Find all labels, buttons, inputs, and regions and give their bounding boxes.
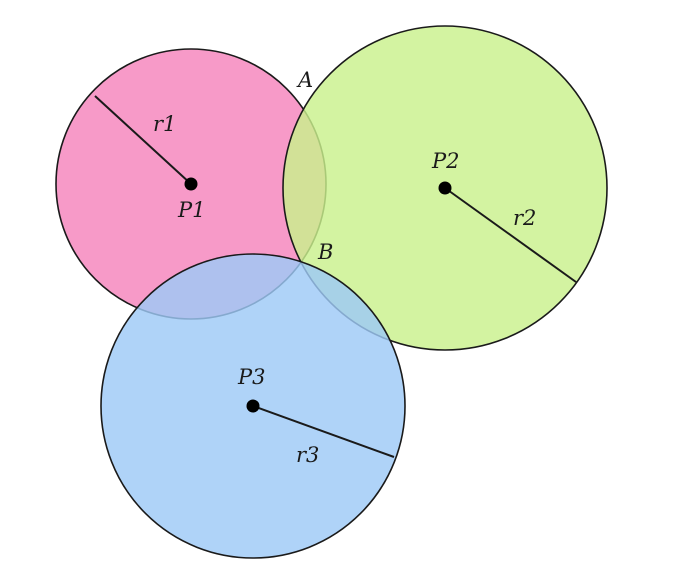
radius-line-r1	[94, 95, 192, 185]
center-point-p2	[438, 181, 452, 195]
label-r1: r1	[153, 112, 176, 136]
label-r3: r3	[296, 443, 319, 467]
intersection-label-a: A	[296, 68, 313, 92]
radius-line-r3	[252, 405, 395, 458]
center-point-p1	[184, 177, 198, 191]
center-point-p3	[246, 399, 260, 413]
radius-line-r2	[444, 187, 577, 283]
label-p3: P3	[237, 365, 266, 389]
label-p1: P1	[177, 198, 206, 222]
label-r2: r2	[513, 206, 536, 230]
label-p2: P2	[431, 149, 460, 173]
intersection-label-b: B	[317, 240, 333, 264]
